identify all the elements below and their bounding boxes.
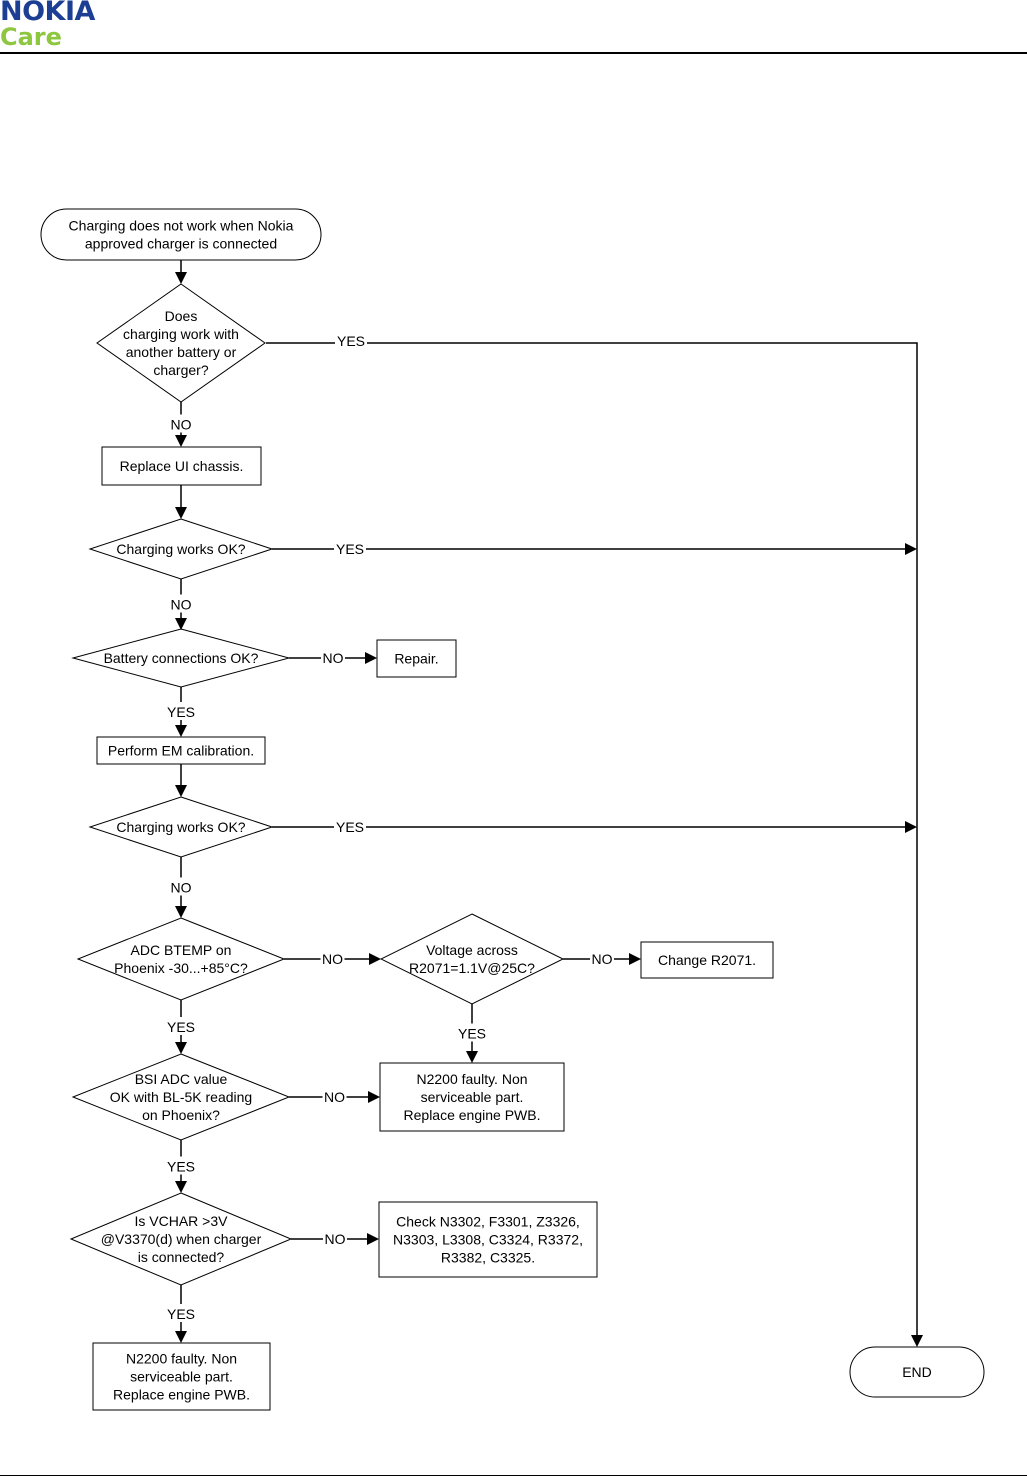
q7-yes-arrow [175, 1181, 187, 1193]
q1-no-label: NO [171, 417, 192, 433]
replace-to-q2-arrow [175, 507, 187, 519]
q-charging-ok-1-text: Charging works OK? [116, 541, 245, 557]
q2-no-arrow [175, 618, 187, 630]
yes-trunk-line [266, 342, 918, 1337]
header-rule [0, 52, 1027, 54]
q-voltage-r2071-diamond [379, 913, 565, 1005]
yes-label-first: YES [337, 333, 365, 349]
q4-no-arrow [175, 906, 187, 918]
q2-no-label: NO [171, 597, 192, 613]
perform-em-text: Perform EM calibration. [108, 743, 254, 759]
repair-box [376, 639, 457, 678]
q8-no-arrow [367, 1233, 379, 1245]
q6-no-arrow [629, 953, 641, 965]
q2-yes-label: YES [336, 541, 364, 557]
q-adc-btemp-diamond [76, 917, 286, 1001]
q6-yes-arrow [466, 1051, 478, 1063]
n2200-faulty-2-box [92, 1342, 271, 1411]
yes-label-bg [335, 333, 367, 349]
q5-yes-label: YES [167, 1019, 195, 1035]
q-charging-ok-2-text: Charging works OK? [116, 819, 245, 835]
check-parts-text: Check N3302, F3301, Z3326,N3303, L3308, … [393, 1214, 583, 1266]
repair-text: Repair. [394, 651, 438, 667]
q6-no-label: NO [592, 951, 613, 967]
nokia-logo: NOKIA [0, 0, 95, 27]
q3-no-label: NO [323, 650, 344, 666]
end-arrow [911, 1335, 923, 1347]
start-to-q1-arrow [175, 272, 187, 284]
q5-no-label: NO [322, 951, 343, 967]
q5-yes-arrow [175, 1042, 187, 1054]
check-parts-box [378, 1201, 598, 1278]
q-battery-conn-text: Battery connections OK? [104, 650, 259, 666]
q7-yes-label: YES [167, 1159, 195, 1175]
q7-no-arrow [368, 1091, 380, 1103]
q5-no-arrow [369, 953, 381, 965]
q3-no-arrow [365, 652, 377, 664]
q2-yes-arrow [905, 543, 917, 555]
q8-yes-label: YES [167, 1306, 195, 1322]
end-text: END [902, 1364, 932, 1380]
change-r2071-text: Change R2071. [658, 952, 756, 968]
q3-yes-label: YES [167, 704, 195, 720]
q-other-battery-diamond [96, 283, 266, 403]
q8-yes-arrow [175, 1331, 187, 1343]
q4-yes-label: YES [336, 819, 364, 835]
q6-yes-label: YES [458, 1026, 486, 1042]
end-terminal [849, 1346, 985, 1398]
q3-yes-arrow [175, 725, 187, 737]
replace-ui-text: Replace UI chassis. [120, 458, 244, 474]
q4-no-label: NO [171, 880, 192, 896]
replace-ui-box [101, 446, 262, 486]
q7-no-label: NO [324, 1089, 345, 1105]
change-r2071-box [640, 941, 774, 979]
footer-rule [0, 1475, 1027, 1476]
q8-no-label: NO [325, 1231, 346, 1247]
em-to-q4-arrow [175, 785, 187, 797]
q1-no-arrow [175, 435, 187, 447]
care-logo: Care [0, 23, 62, 51]
q4-yes-arrow [905, 821, 917, 833]
